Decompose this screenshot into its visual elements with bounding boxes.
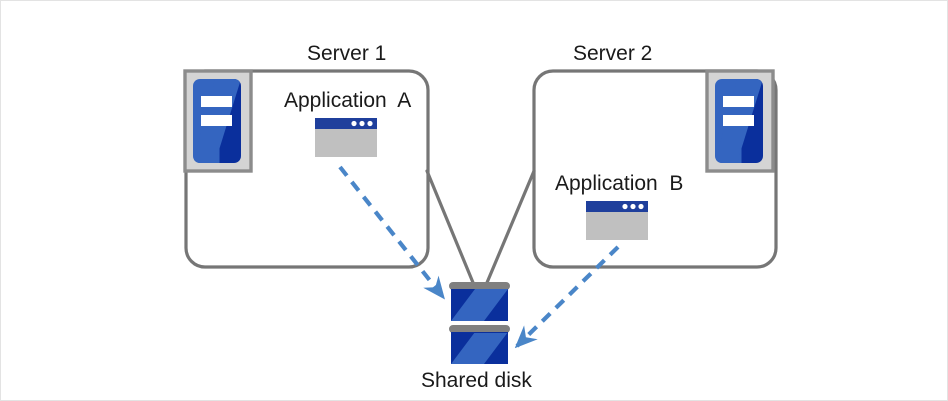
application-b-label: Application B: [555, 172, 684, 195]
shared-disk-label: Shared disk: [421, 369, 532, 392]
server-2-box[interactable]: [532, 69, 778, 269]
arrow-app-b-to-disk: [514, 245, 620, 349]
application-window-icon: [586, 201, 648, 240]
access-arrows: [338, 165, 620, 349]
connector-lines: [425, 169, 536, 287]
connector-server2-to-disk: [484, 169, 536, 287]
application-a-label: Application A: [284, 89, 412, 112]
server-2-label: Server 2: [573, 42, 653, 65]
server-icon: [183, 69, 253, 173]
connector-server1-to-disk: [425, 169, 476, 287]
arrow-app-a-to-disk: [338, 165, 445, 300]
application-window-icon: [315, 118, 377, 157]
server-1-label: Server 1: [307, 42, 387, 65]
server-icon: [705, 69, 775, 173]
disk-stack-icon[interactable]: [449, 282, 510, 364]
